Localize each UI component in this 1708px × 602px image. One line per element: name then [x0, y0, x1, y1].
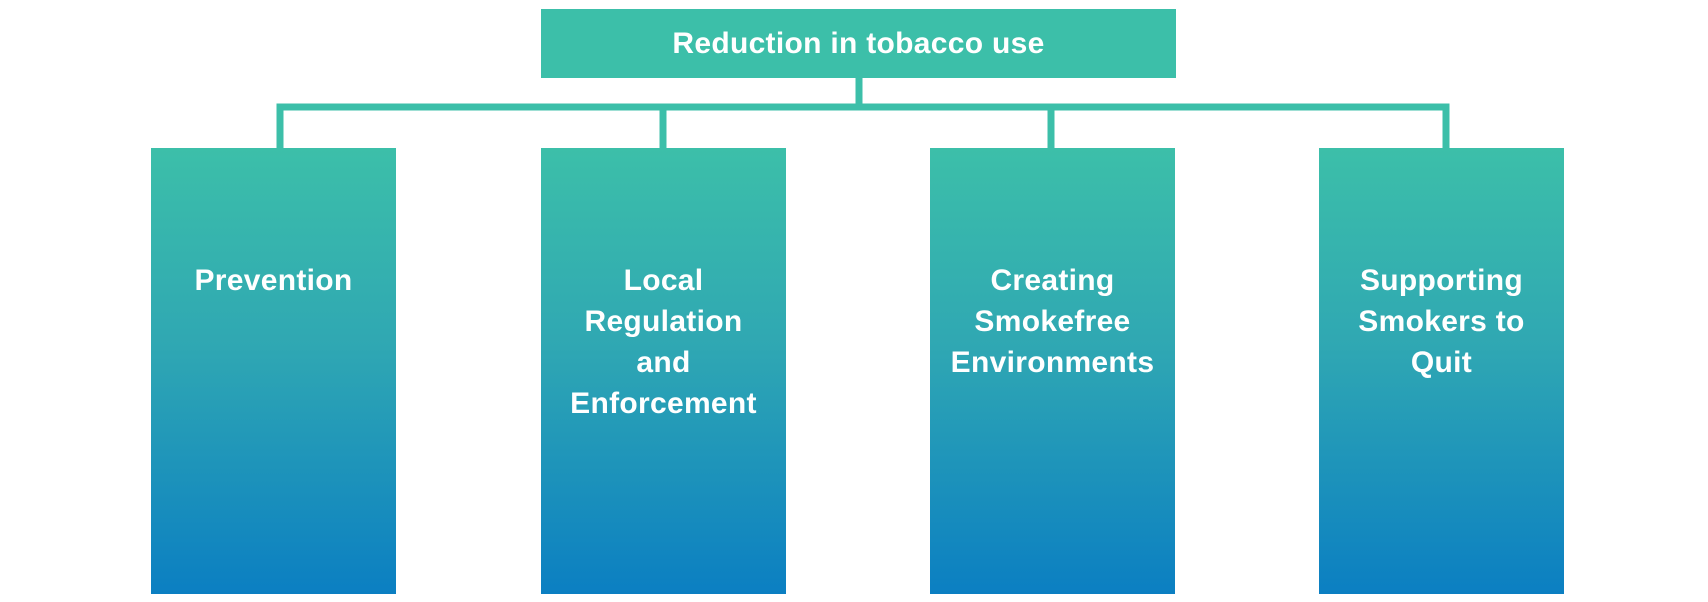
root-node-label: Reduction in tobacco use	[672, 26, 1045, 60]
child-node-label: Creating Smokefree Environments	[950, 264, 1155, 379]
child-node-smokefree-environments: Creating Smokefree Environments	[930, 148, 1175, 594]
child-node-label: Supporting Smokers to Quit	[1358, 264, 1525, 379]
root-node: Reduction in tobacco use	[541, 9, 1176, 78]
child-node-label: Prevention	[194, 264, 353, 297]
child-node-local-regulation: Local Regulation and Enforcement	[541, 148, 786, 594]
child-node-prevention: Prevention	[151, 148, 396, 594]
child-node-label: Local Regulation and Enforcement	[570, 264, 757, 420]
child-node-supporting-smokers: Supporting Smokers to Quit	[1319, 148, 1564, 594]
